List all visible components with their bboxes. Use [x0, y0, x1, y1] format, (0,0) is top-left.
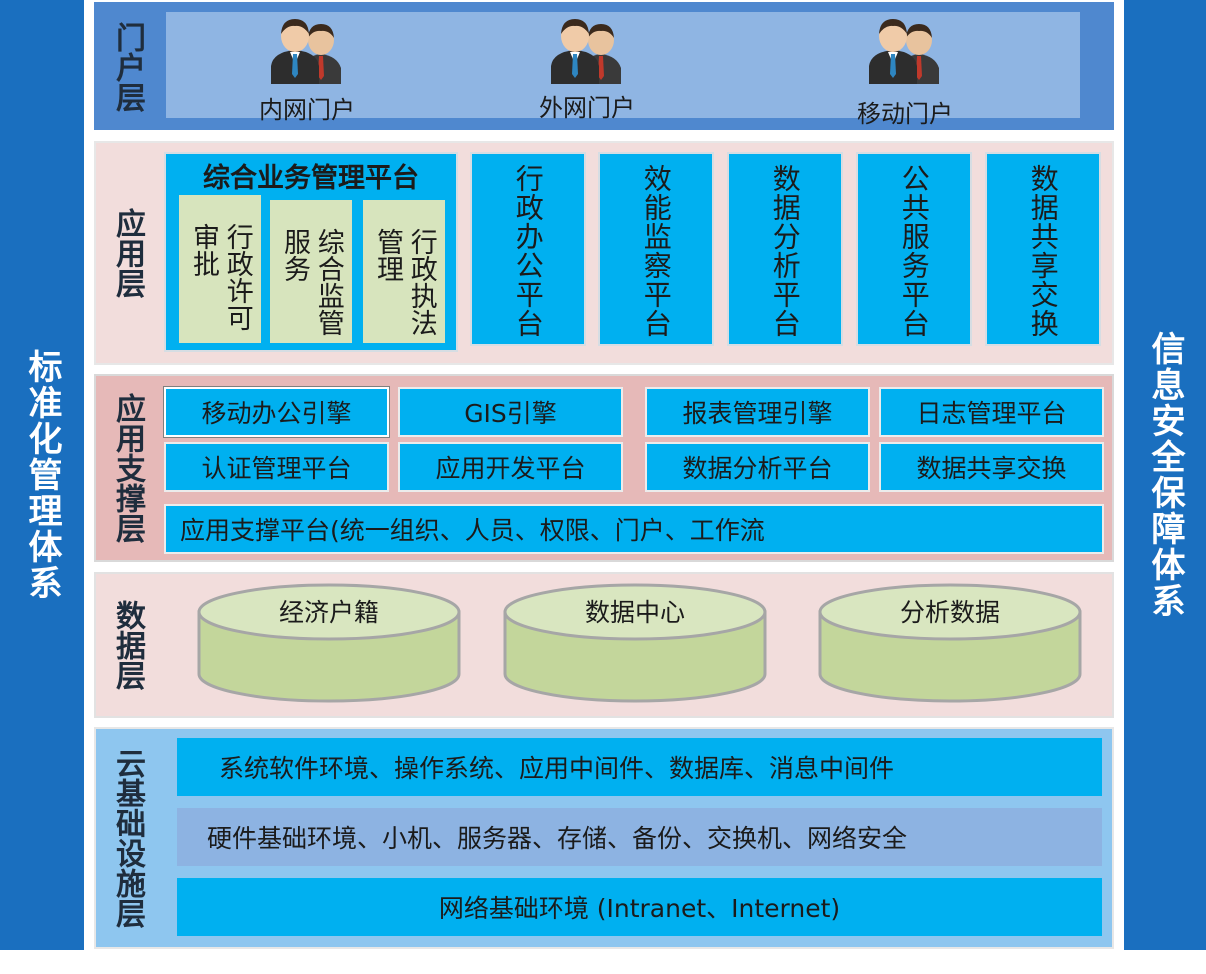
application-layer-label: 应用层 — [110, 208, 145, 298]
data-layer-label: 数据层 — [110, 600, 145, 690]
database-label: 经济户籍 — [279, 598, 379, 627]
portal-label: 移动门户 — [857, 100, 953, 128]
infrastructure-layer-label: 云基础设施层 — [110, 748, 145, 928]
users-icon — [549, 16, 625, 88]
database-cylinder: 数据中心 — [503, 583, 767, 703]
support-layer-label: 应用支撑层 — [110, 393, 145, 543]
support-log-platform: 日志管理平台 — [879, 387, 1104, 437]
database-cylinder: 分析数据 — [818, 583, 1082, 703]
platform-office: 行政办公平台 — [470, 152, 586, 346]
portal-label: 内网门户 — [259, 96, 355, 124]
support-data-analysis: 数据分析平台 — [645, 442, 870, 492]
platform-data-analysis: 数据分析平台 — [727, 152, 843, 346]
portal-item: 移动门户 — [835, 16, 975, 129]
support-mobile-office-engine: 移动办公引擎 — [164, 387, 389, 437]
support-application-platform: 应用支撑平台(统一组织、人员、权限、门户、工作流 — [164, 504, 1104, 554]
portal-layer-label: 门户层 — [110, 22, 145, 112]
support-auth-platform: 认证管理平台 — [164, 442, 389, 492]
database-label: 数据中心 — [585, 598, 685, 627]
right-system-bar: 信息安全保障体系 — [1124, 0, 1206, 950]
infra-hardware-environment: 硬件基础环境、小机、服务器、存储、备份、交换机、网络安全 — [177, 808, 1102, 866]
portal-item: 内网门户 — [237, 16, 377, 125]
support-gis-engine: GIS引擎 — [398, 387, 623, 437]
integrated-platform-title: 综合业务管理平台 — [203, 163, 419, 194]
database-cylinder: 经济户籍 — [197, 583, 461, 703]
platform-public-service: 公共服务平台 — [856, 152, 972, 346]
platform-efficiency: 效能监察平台 — [598, 152, 714, 346]
sub-box-administrative-enforcement: 行政执法管理 — [363, 200, 445, 343]
users-icon — [269, 16, 345, 88]
support-data-sharing: 数据共享交换 — [879, 442, 1104, 492]
platform-data-sharing: 数据共享交换 — [985, 152, 1101, 346]
support-dev-platform: 应用开发平台 — [398, 442, 623, 492]
portal-label: 外网门户 — [539, 94, 635, 122]
sub-box-administrative-licensing: 行政许可审批 — [179, 195, 261, 343]
left-system-label: 标准化管理体系 — [22, 349, 62, 601]
portal-item: 外网门户 — [517, 16, 657, 123]
infra-network-environment: 网络基础环境 (Intranet、Internet) — [177, 878, 1102, 936]
right-system-label: 信息安全保障体系 — [1145, 331, 1185, 619]
users-icon — [867, 16, 943, 88]
support-report-engine: 报表管理引擎 — [645, 387, 870, 437]
infra-software-environment: 系统软件环境、操作系统、应用中间件、数据库、消息中间件 — [177, 738, 1102, 796]
left-system-bar: 标准化管理体系 — [0, 0, 84, 950]
sub-box-comprehensive-supervision: 综合监管服务 — [270, 200, 352, 343]
database-label: 分析数据 — [900, 598, 1000, 627]
